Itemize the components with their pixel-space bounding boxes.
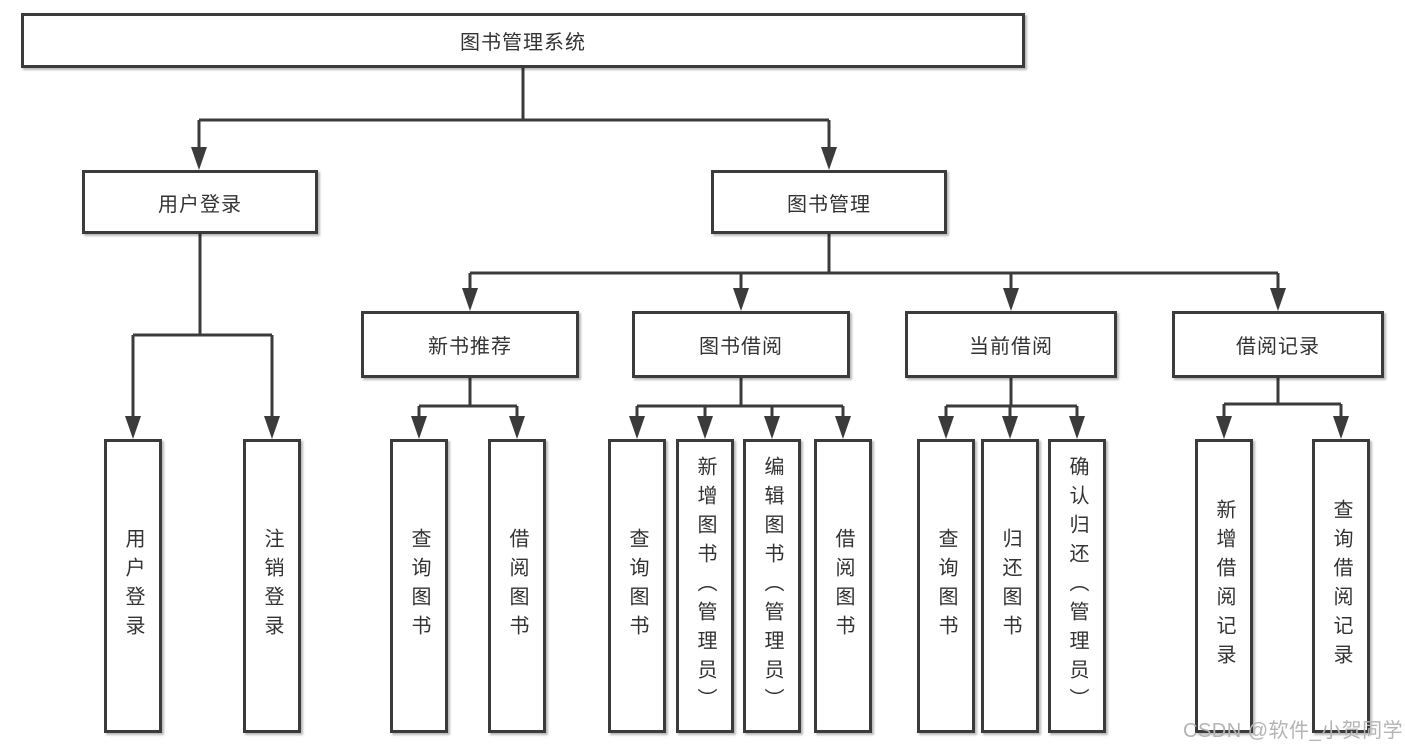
arrowhead-icon [821,147,837,170]
arrowhead-icon [1333,416,1349,439]
connector-root-to-level2 [191,68,837,170]
connector-new-book-to-leaves [411,378,525,439]
arrowhead-icon [125,416,141,439]
node-label: 图书借阅 [699,336,783,358]
arrowhead-icon [411,416,427,439]
leaf-label: 查询图书 [626,528,648,644]
leaf-logout: 注销登录 [243,439,301,733]
connector-book-management-to-level3 [462,234,1286,311]
connector-user-login-to-leaves [125,234,280,439]
arrowhead-icon [764,416,780,439]
leaf-label: 编辑图书（管理员） [761,455,783,717]
leaf-return-books: 归还图书 [981,439,1039,733]
leaf-edit-book-admin: 编辑图书（管理员） [743,439,801,733]
leaf-label: 用户登录 [122,528,144,644]
leaf-label: 借阅图书 [506,528,528,644]
arrowhead-icon [697,416,713,439]
leaf-add-borrow-record: 新增借阅记录 [1195,439,1253,733]
arrowhead-icon [835,416,851,439]
leaf-label: 注销登录 [261,528,283,644]
leaf-add-book-admin: 新增图书（管理员） [676,439,734,733]
leaf-label: 确认归还（管理员） [1066,455,1088,717]
leaf-query-books-recommend: 查询图书 [390,439,448,733]
node-label: 图书管理 [787,193,871,216]
connector-borrow-records-to-leaves [1216,378,1349,439]
arrowhead-icon [629,416,645,439]
leaf-label: 新增借阅记录 [1213,499,1235,673]
arrowhead-icon [1002,416,1018,439]
arrowhead-icon [191,147,207,170]
arrowhead-icon [1069,416,1085,439]
connector-book-borrow-to-leaves [629,378,851,439]
node-current-borrowing: 当前借阅 [905,311,1117,378]
leaf-query-borrow-record: 查询借阅记录 [1312,439,1370,733]
leaf-borrow-books-borrowing: 借阅图书 [814,439,872,733]
node-new-book-recommendation: 新书推荐 [361,311,579,378]
connector-current-borrow-to-leaves [938,378,1085,439]
node-label: 借阅记录 [1236,336,1320,358]
node-label: 用户登录 [158,193,242,216]
node-user-login: 用户登录 [82,170,318,234]
node-library-management-system: 图书管理系统 [21,13,1025,68]
node-label: 新书推荐 [428,336,512,358]
node-borrowing-records: 借阅记录 [1172,311,1384,378]
leaf-borrow-books-recommend: 借阅图书 [488,439,546,733]
csdn-watermark: CSDN @软件_小贺同学 [1183,720,1404,742]
leaf-label: 新增图书（管理员） [694,455,716,717]
arrowhead-icon [462,288,478,311]
arrowhead-icon [264,416,280,439]
node-book-management: 图书管理 [711,170,947,234]
leaf-query-books-current: 查询图书 [917,439,975,733]
leaf-label: 查询借阅记录 [1330,499,1352,673]
node-label: 当前借阅 [969,336,1053,358]
node-label: 图书管理系统 [460,32,586,54]
node-book-borrowing: 图书借阅 [632,311,850,378]
arrowhead-icon [938,416,954,439]
leaf-confirm-return-admin: 确认归还（管理员） [1048,439,1106,733]
leaf-label: 查询图书 [935,528,957,644]
leaf-user-login: 用户登录 [104,439,162,733]
leaf-label: 查询图书 [408,528,430,644]
leaf-label: 借阅图书 [832,528,854,644]
arrowhead-icon [1003,288,1019,311]
leaf-query-books-borrowing: 查询图书 [608,439,666,733]
arrowhead-icon [733,288,749,311]
arrowhead-icon [1270,288,1286,311]
arrowhead-icon [1216,416,1232,439]
leaf-label: 归还图书 [999,528,1021,644]
arrowhead-icon [509,416,525,439]
